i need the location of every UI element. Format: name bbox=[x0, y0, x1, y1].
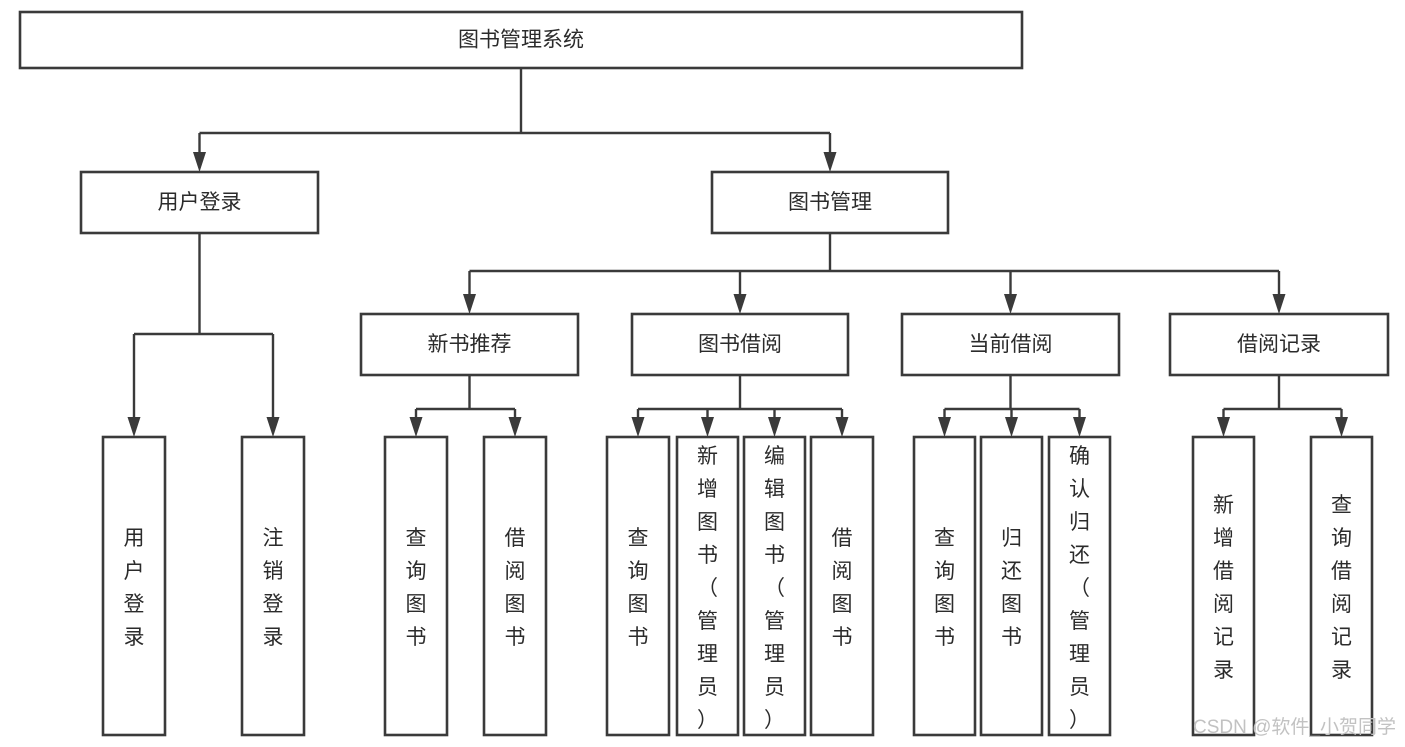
node-label-leaf_borrow_book_b: 借阅图书 bbox=[832, 527, 853, 649]
node-book_mgmt[interactable]: 图书管理 bbox=[710, 170, 950, 235]
node-box-login[interactable] bbox=[79, 170, 320, 235]
node-leaf_add_record[interactable]: 新增借阅记录 bbox=[1191, 435, 1256, 737]
node-leaf_logout[interactable]: 注销登录 bbox=[240, 435, 306, 737]
node-box-leaf_query_book_c[interactable] bbox=[912, 435, 977, 737]
node-label-leaf_add_record: 新增借阅记录 bbox=[1213, 494, 1234, 682]
node-box-leaf_borrow_book_b[interactable] bbox=[809, 435, 875, 737]
node-leaf_edit_book[interactable]: 编辑图书（管理员） bbox=[742, 435, 807, 737]
node-box-borrow_record[interactable] bbox=[1168, 312, 1390, 377]
arrow-head-icon bbox=[409, 417, 423, 437]
arrow-head-icon bbox=[768, 417, 781, 437]
node-label-leaf_query_record: 查询借阅记录 bbox=[1331, 494, 1352, 682]
node-label-leaf_add_book: 新增图书（管理员） bbox=[697, 445, 718, 732]
node-box-leaf_confirm_return[interactable] bbox=[1047, 435, 1112, 737]
node-leaf_borrow_book_a[interactable]: 借阅图书 bbox=[482, 435, 548, 737]
arrow-head-icon bbox=[733, 294, 747, 314]
arrow-head-icon bbox=[1073, 417, 1086, 437]
node-label-current_borrow: 当前借阅 bbox=[969, 333, 1053, 356]
node-leaf_user_login[interactable]: 用户登录 bbox=[101, 435, 167, 737]
node-label-leaf_return_book: 归还图书 bbox=[1001, 527, 1022, 649]
node-leaf_query_book_a[interactable]: 查询图书 bbox=[383, 435, 449, 737]
node-box-new_book[interactable] bbox=[359, 312, 580, 377]
arrow-head-icon bbox=[1004, 294, 1017, 314]
node-label-leaf_query_book_c: 查询图书 bbox=[934, 527, 955, 649]
node-leaf_add_book[interactable]: 新增图书（管理员） bbox=[675, 435, 740, 737]
node-label-root: 图书管理系统 bbox=[458, 29, 584, 52]
arrow-head-icon bbox=[701, 417, 714, 437]
node-borrow[interactable]: 图书借阅 bbox=[630, 312, 850, 377]
node-box-leaf_query_book_a[interactable] bbox=[383, 435, 449, 737]
connector-group-new_book bbox=[409, 375, 522, 437]
connector-group-borrow_record bbox=[1217, 375, 1348, 437]
node-box-book_mgmt[interactable] bbox=[710, 170, 950, 235]
node-leaf_confirm_return[interactable]: 确认归还（管理员） bbox=[1047, 435, 1112, 737]
arrow-head-icon bbox=[835, 417, 849, 437]
arrow-head-icon bbox=[193, 152, 206, 172]
node-current_borrow[interactable]: 当前借阅 bbox=[900, 312, 1121, 377]
arrow-head-icon bbox=[508, 417, 522, 437]
connector-group-borrow bbox=[631, 375, 849, 437]
node-label-leaf_user_login: 用户登录 bbox=[124, 527, 145, 649]
arrow-head-icon bbox=[463, 294, 476, 314]
node-box-leaf_add_book[interactable] bbox=[675, 435, 740, 737]
node-leaf_return_book[interactable]: 归还图书 bbox=[979, 435, 1044, 737]
node-root[interactable]: 图书管理系统 bbox=[18, 10, 1024, 70]
node-box-leaf_add_record[interactable] bbox=[1191, 435, 1256, 737]
node-label-new_book: 新书推荐 bbox=[428, 333, 512, 356]
node-layer: 图书管理系统用户登录图书管理新书推荐图书借阅当前借阅借阅记录用户登录注销登录查询… bbox=[18, 10, 1390, 737]
node-box-root[interactable] bbox=[18, 10, 1024, 70]
node-label-login: 用户登录 bbox=[158, 191, 242, 214]
connector-group-book_mgmt bbox=[463, 233, 1286, 314]
node-new_book[interactable]: 新书推荐 bbox=[359, 312, 580, 377]
node-box-current_borrow[interactable] bbox=[900, 312, 1121, 377]
node-box-borrow[interactable] bbox=[630, 312, 850, 377]
node-borrow_record[interactable]: 借阅记录 bbox=[1168, 312, 1390, 377]
node-box-leaf_query_book_b[interactable] bbox=[605, 435, 671, 737]
node-leaf_query_record[interactable]: 查询借阅记录 bbox=[1309, 435, 1374, 737]
node-leaf_borrow_book_b[interactable]: 借阅图书 bbox=[809, 435, 875, 737]
arrow-head-icon bbox=[823, 152, 837, 172]
arrow-head-icon bbox=[266, 417, 280, 437]
node-box-leaf_logout[interactable] bbox=[240, 435, 306, 737]
arrow-head-icon bbox=[938, 417, 951, 437]
arrow-head-icon bbox=[1005, 417, 1018, 437]
node-box-leaf_return_book[interactable] bbox=[979, 435, 1044, 737]
node-login[interactable]: 用户登录 bbox=[79, 170, 320, 235]
node-label-book_mgmt: 图书管理 bbox=[788, 191, 872, 214]
node-label-leaf_query_book_a: 查询图书 bbox=[406, 527, 427, 649]
node-label-leaf_confirm_return: 确认归还（管理员） bbox=[1069, 445, 1090, 732]
connector-layer bbox=[127, 68, 1348, 437]
node-label-leaf_logout: 注销登录 bbox=[263, 527, 284, 649]
node-leaf_query_book_b[interactable]: 查询图书 bbox=[605, 435, 671, 737]
arrow-head-icon bbox=[1217, 417, 1230, 437]
connector-group-current_borrow bbox=[938, 375, 1086, 437]
node-box-leaf_borrow_book_a[interactable] bbox=[482, 435, 548, 737]
node-label-leaf_edit_book: 编辑图书（管理员） bbox=[764, 445, 785, 732]
arrow-head-icon bbox=[1335, 417, 1348, 437]
node-label-leaf_borrow_book_a: 借阅图书 bbox=[505, 527, 526, 649]
watermark-label: CSDN @软件_小贺同学 bbox=[1193, 716, 1396, 738]
node-box-leaf_user_login[interactable] bbox=[101, 435, 167, 737]
connector-group-login bbox=[127, 233, 280, 437]
node-box-leaf_edit_book[interactable] bbox=[742, 435, 807, 737]
connector-group-root bbox=[193, 68, 837, 172]
arrow-head-icon bbox=[631, 417, 645, 437]
node-label-leaf_query_book_b: 查询图书 bbox=[628, 527, 649, 649]
arrow-head-icon bbox=[1272, 294, 1286, 314]
node-leaf_query_book_c[interactable]: 查询图书 bbox=[912, 435, 977, 737]
node-label-borrow: 图书借阅 bbox=[698, 333, 782, 356]
node-label-borrow_record: 借阅记录 bbox=[1237, 333, 1321, 356]
arrow-head-icon bbox=[127, 417, 141, 437]
node-box-leaf_query_record[interactable] bbox=[1309, 435, 1374, 737]
